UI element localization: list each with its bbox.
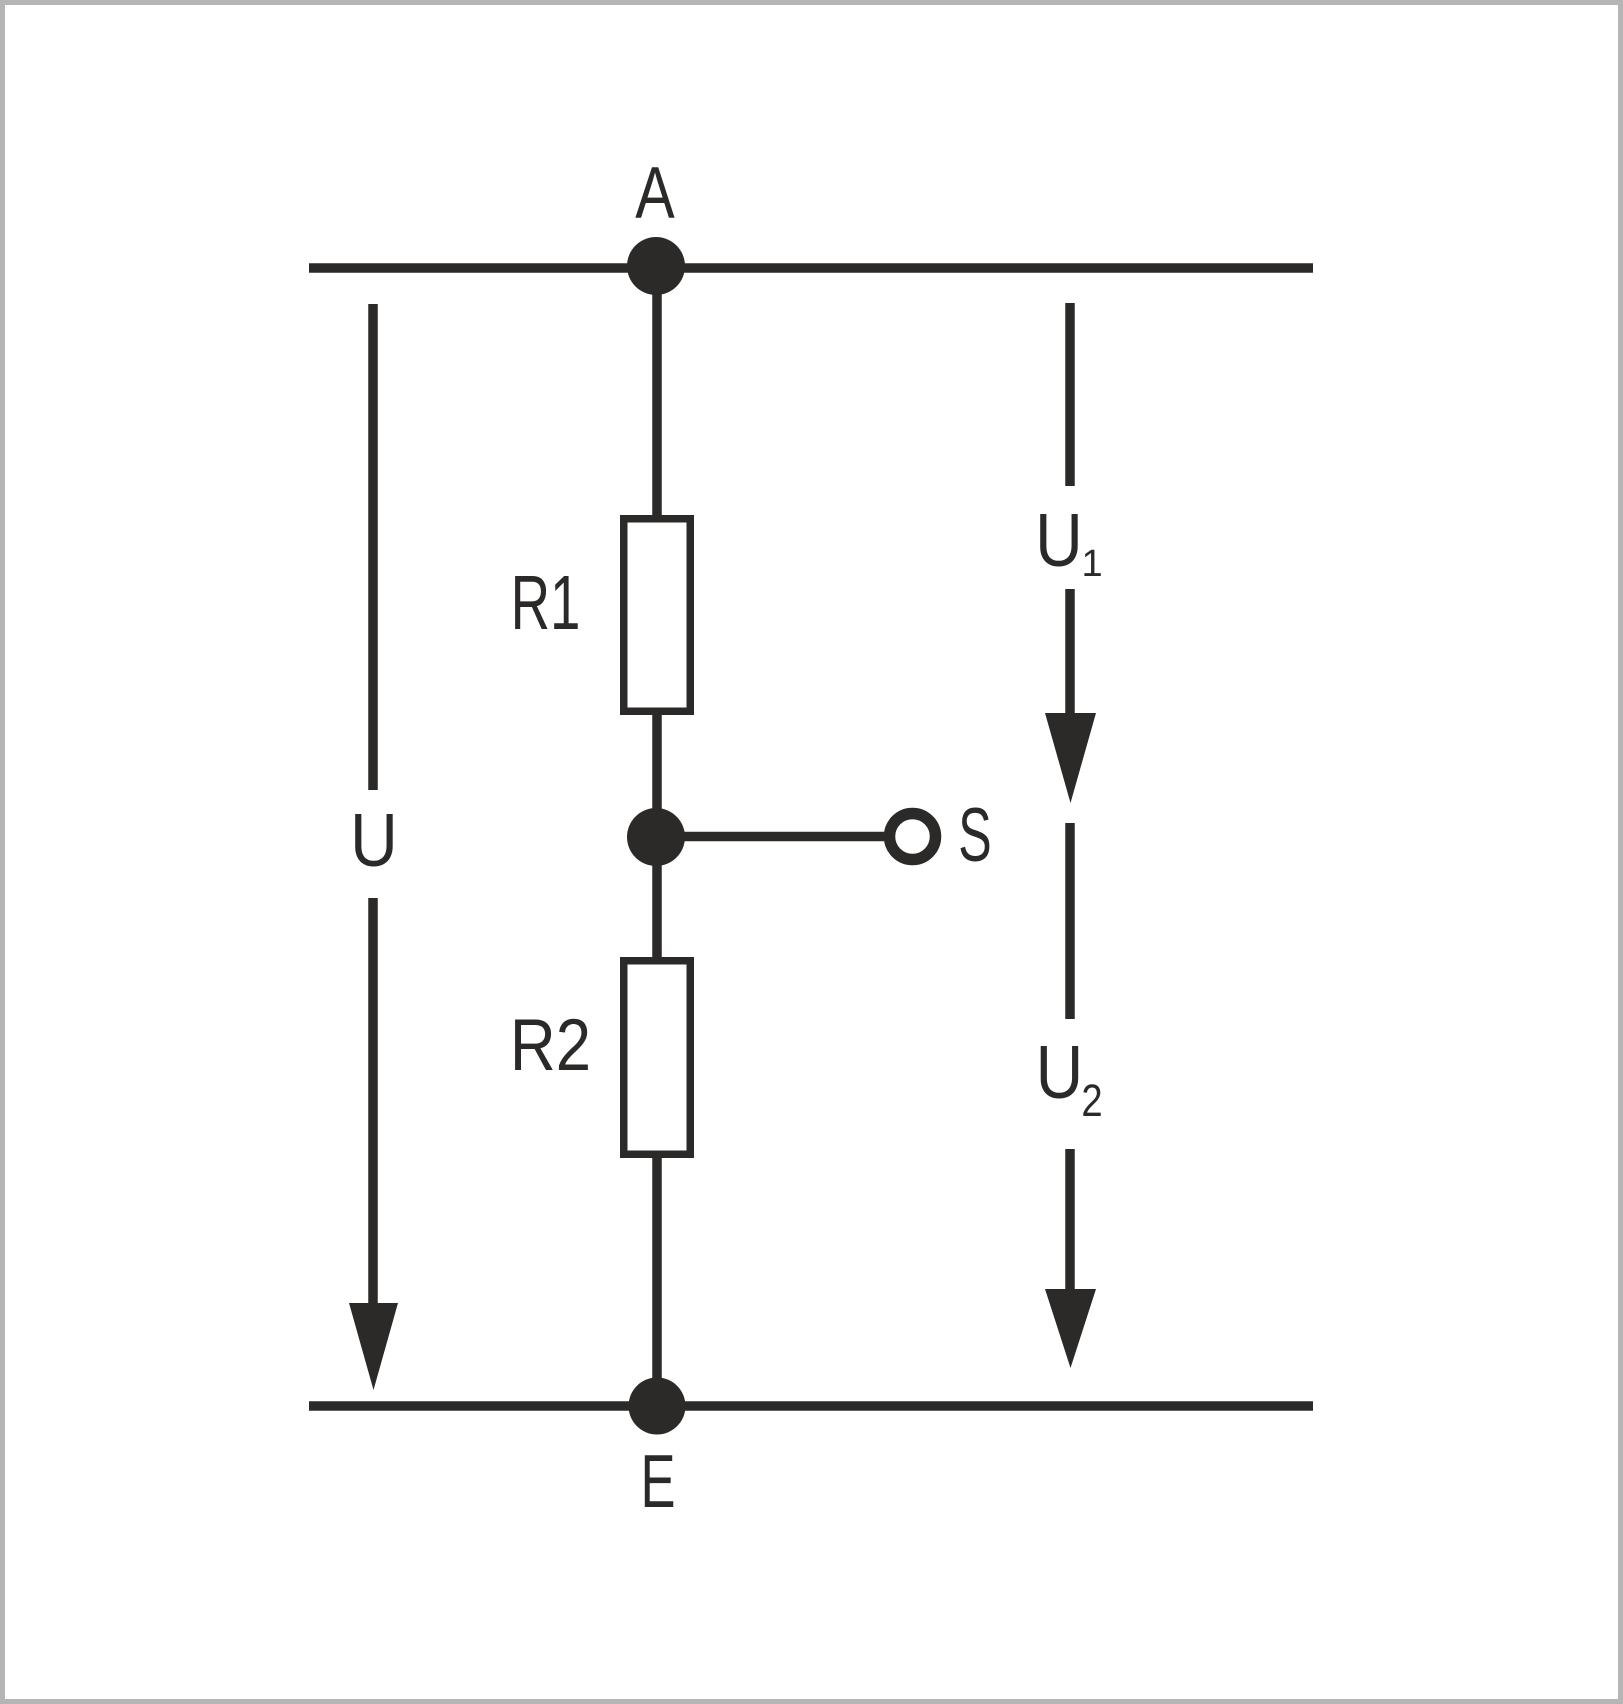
svg-text:A: A (635, 153, 675, 234)
svg-text:R1: R1 (511, 561, 581, 646)
svg-text:U: U (1036, 1030, 1084, 1114)
svg-text:2: 2 (1081, 1075, 1102, 1126)
svg-text:E: E (640, 1439, 675, 1524)
svg-text:1: 1 (1081, 543, 1102, 585)
svg-text:U: U (350, 798, 398, 882)
svg-text:U: U (1035, 498, 1083, 582)
svg-text:S: S (958, 793, 991, 878)
svg-text:R2: R2 (510, 1005, 591, 1086)
